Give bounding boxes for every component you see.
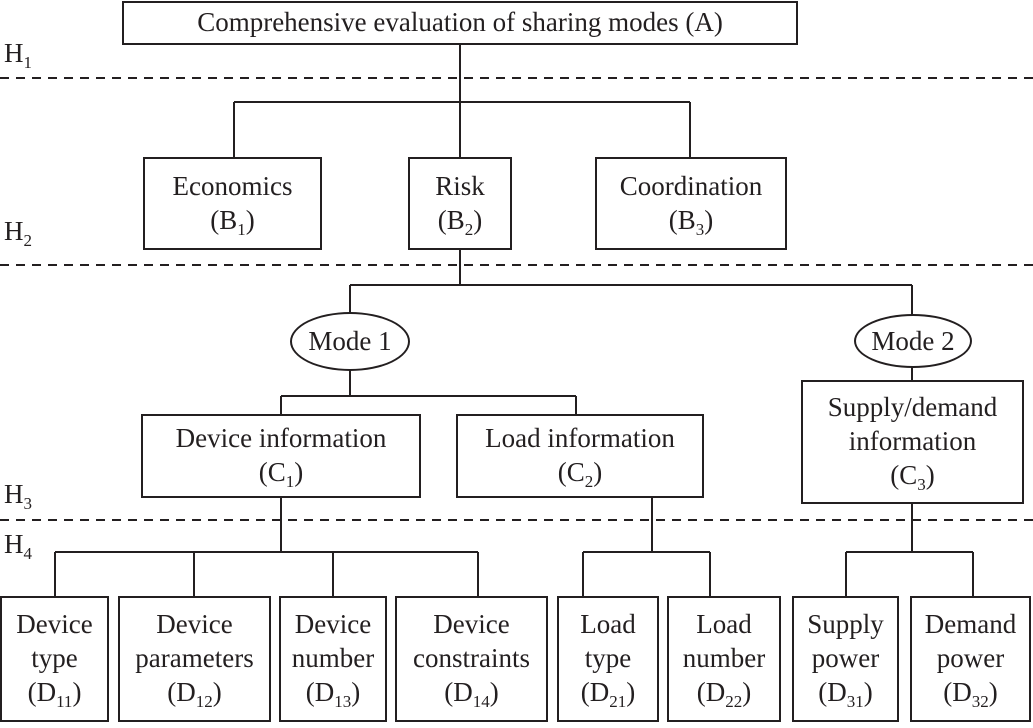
mode-label: Mode 1 <box>308 326 392 356</box>
level-label-h3: H3 <box>4 479 32 513</box>
criterion-label: Economics <box>172 170 293 201</box>
connector-c3-indicators <box>845 503 974 597</box>
connector-risk-modes <box>349 249 913 315</box>
indicator-device-constraints: Device constraints (D14) <box>395 596 548 722</box>
subcriterion-code: (C1) <box>258 457 304 491</box>
criterion-code: (B2) <box>437 204 483 239</box>
criterion-risk: Risk (B2) <box>408 157 512 250</box>
root-label: Comprehensive evaluation of sharing mode… <box>197 7 723 38</box>
indicator-load-number: Load number (D22) <box>667 596 781 722</box>
subcriterion-load-information: Load information (C2) <box>456 414 704 498</box>
indicator-device-type: Device type (D11) <box>0 596 109 722</box>
criterion-label: Risk <box>435 170 485 201</box>
subcriterion-device-information: Device information (C1) <box>141 414 421 498</box>
indicator-load-type: Load type (D21) <box>557 596 659 722</box>
criterion-economics: Economics (B1) <box>143 157 322 250</box>
subcriterion-label: Load information <box>485 423 675 454</box>
connector-mode1-subcriteria <box>280 370 577 415</box>
root-node: Comprehensive evaluation of sharing mode… <box>122 1 798 45</box>
criterion-coordination: Coordination (B3) <box>595 157 787 250</box>
subcriterion-label-line1: Supply/demand <box>827 392 998 423</box>
level-label-h2: H2 <box>4 216 32 250</box>
mode-2-node: Mode 2 <box>854 314 972 368</box>
criterion-label: Coordination <box>619 170 763 201</box>
connector-c2-indicators <box>582 497 711 597</box>
indicator-device-number: Device number (D13) <box>279 596 387 722</box>
criterion-code: (B1) <box>210 204 255 239</box>
indicator-device-parameters: Device parameters (D12) <box>118 596 271 722</box>
connector-c1-indicators <box>54 497 479 597</box>
level-label-h4: H4 <box>4 529 32 563</box>
subcriterion-label: Device information <box>175 423 387 454</box>
indicator-demand-power: Demand power (D32) <box>910 596 1031 722</box>
level-label-h1: H1 <box>4 38 32 72</box>
criterion-code: (B3) <box>668 204 714 239</box>
subcriterion-label-line2: information <box>848 426 977 457</box>
subcriterion-code: (C2) <box>557 457 603 491</box>
subcriterion-code: (C3) <box>890 459 935 494</box>
mode-label: Mode 2 <box>871 325 955 356</box>
mode-1-node: Mode 1 <box>290 312 410 371</box>
connector-root-criteria <box>233 44 691 158</box>
indicator-supply-power: Supply power (D31) <box>792 596 899 722</box>
subcriterion-supply-demand-information: Supply/demand information (C3) <box>801 380 1024 504</box>
